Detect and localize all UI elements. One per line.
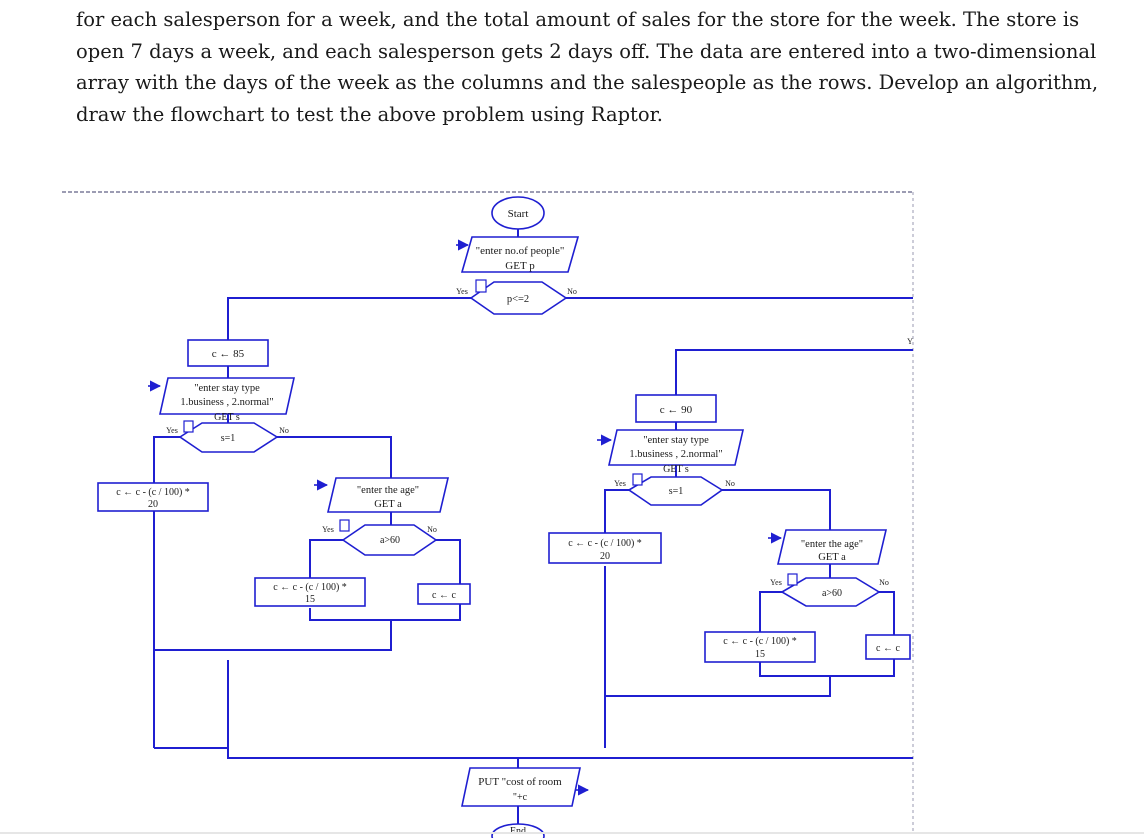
right-keep-cost: c ← c xyxy=(865,634,911,660)
svg-text:c ← 85: c ← 85 xyxy=(212,348,245,360)
svg-text:Yes: Yes xyxy=(322,525,334,534)
svg-text:"enter stay type: "enter stay type xyxy=(643,435,709,446)
left-input-age: "enter the age" GET a xyxy=(326,477,450,513)
left-business-calc: c ← c - (c / 100) * 20 xyxy=(97,482,209,512)
svg-text:Yes: Yes xyxy=(166,426,178,435)
svg-text:No: No xyxy=(725,479,735,488)
problem-line-3: array with the days of the week as the c… xyxy=(76,71,1099,94)
problem-line-2: open 7 days a week, and each salesperson… xyxy=(76,39,1097,63)
right-decision-stay: s=1 Yes No xyxy=(614,473,735,506)
right-edge-marker: Y xyxy=(907,337,913,346)
svg-text:1.business , 2.normal": 1.business , 2.normal" xyxy=(180,397,273,408)
svg-text:GET s: GET s xyxy=(663,464,689,475)
problem-statement: for each salesperson for a week, and the… xyxy=(76,4,1126,130)
input-people: "enter no.of people" GET p xyxy=(460,236,580,273)
left-senior-calc: c ← c - (c / 100) * 15 xyxy=(254,577,366,607)
svg-text:End: End xyxy=(510,826,526,837)
svg-text:No: No xyxy=(279,426,289,435)
svg-text:GET a: GET a xyxy=(374,499,402,510)
svg-text:p<=2: p<=2 xyxy=(507,294,529,305)
svg-text:GET a: GET a xyxy=(818,552,846,563)
svg-text:"+c: "+c xyxy=(513,792,528,803)
svg-text:No: No xyxy=(879,578,889,587)
svg-text:c ← c: c ← c xyxy=(432,590,456,601)
end-terminal: End xyxy=(491,823,545,838)
svg-text:15: 15 xyxy=(755,649,765,660)
svg-text:c ← c: c ← c xyxy=(876,643,900,654)
left-input-stay: "enter stay type 1.business , 2.normal" … xyxy=(159,377,295,423)
right-input-age: "enter the age" GET a xyxy=(776,529,888,565)
left-keep-cost: c ← c xyxy=(417,583,471,605)
svg-text:c ← c - (c / 100) *: c ← c - (c / 100) * xyxy=(116,487,190,498)
svg-text:a>60: a>60 xyxy=(822,588,842,599)
svg-text:Start: Start xyxy=(508,208,529,220)
svg-text:c ← c - (c / 100) *: c ← c - (c / 100) * xyxy=(568,538,642,549)
svg-text:20: 20 xyxy=(600,551,610,562)
svg-text:Yes: Yes xyxy=(614,479,626,488)
left-decision-age: a>60 Yes No xyxy=(322,519,438,556)
svg-text:"enter the age": "enter the age" xyxy=(801,539,863,550)
left-decision-stay: s=1 Yes No xyxy=(166,420,289,453)
svg-text:s=1: s=1 xyxy=(669,486,684,497)
svg-text:PUT "cost of room: PUT "cost of room xyxy=(478,776,562,788)
svg-text:GET p: GET p xyxy=(505,260,535,272)
svg-text:No: No xyxy=(427,525,437,534)
svg-text:c ← c - (c / 100) *: c ← c - (c / 100) * xyxy=(273,582,347,593)
start-terminal: Start xyxy=(491,196,545,230)
page-divider xyxy=(0,832,1144,834)
svg-text:GET s: GET s xyxy=(214,412,240,423)
decision-people: p<=2 Yes No xyxy=(456,279,577,315)
svg-text:c ← 90: c ← 90 xyxy=(660,404,693,416)
svg-text:"enter no.of people": "enter no.of people" xyxy=(476,245,565,257)
svg-text:"enter the age": "enter the age" xyxy=(357,485,419,496)
right-business-calc: c ← c - (c / 100) * 20 xyxy=(548,532,662,564)
left-assign-cost: c ← 85 xyxy=(187,339,269,367)
right-assign-cost: c ← 90 xyxy=(635,394,717,423)
svg-text:Yes: Yes xyxy=(456,287,468,296)
svg-text:a>60: a>60 xyxy=(380,535,400,546)
svg-text:15: 15 xyxy=(305,594,315,605)
problem-line-4: draw the flowchart to test the above pro… xyxy=(76,102,664,126)
flow-connectors xyxy=(153,229,913,825)
svg-text:1.business , 2.normal": 1.business , 2.normal" xyxy=(629,449,722,460)
svg-text:c ← c - (c / 100) *: c ← c - (c / 100) * xyxy=(723,636,797,647)
right-input-stay: "enter stay type 1.business , 2.normal" … xyxy=(607,429,745,475)
right-decision-age: a>60 Yes No xyxy=(770,573,889,607)
problem-line-1: for each salesperson for a week, and the… xyxy=(76,8,1080,31)
right-senior-calc: c ← c - (c / 100) * 15 xyxy=(704,631,816,663)
svg-text:"enter stay type: "enter stay type xyxy=(194,383,260,394)
input-arrows xyxy=(148,239,783,796)
svg-text:No: No xyxy=(567,287,577,296)
output-cost: PUT "cost of room "+c xyxy=(461,767,581,807)
svg-text:20: 20 xyxy=(148,499,158,510)
svg-text:Yes: Yes xyxy=(770,578,782,587)
svg-text:s=1: s=1 xyxy=(221,433,236,444)
